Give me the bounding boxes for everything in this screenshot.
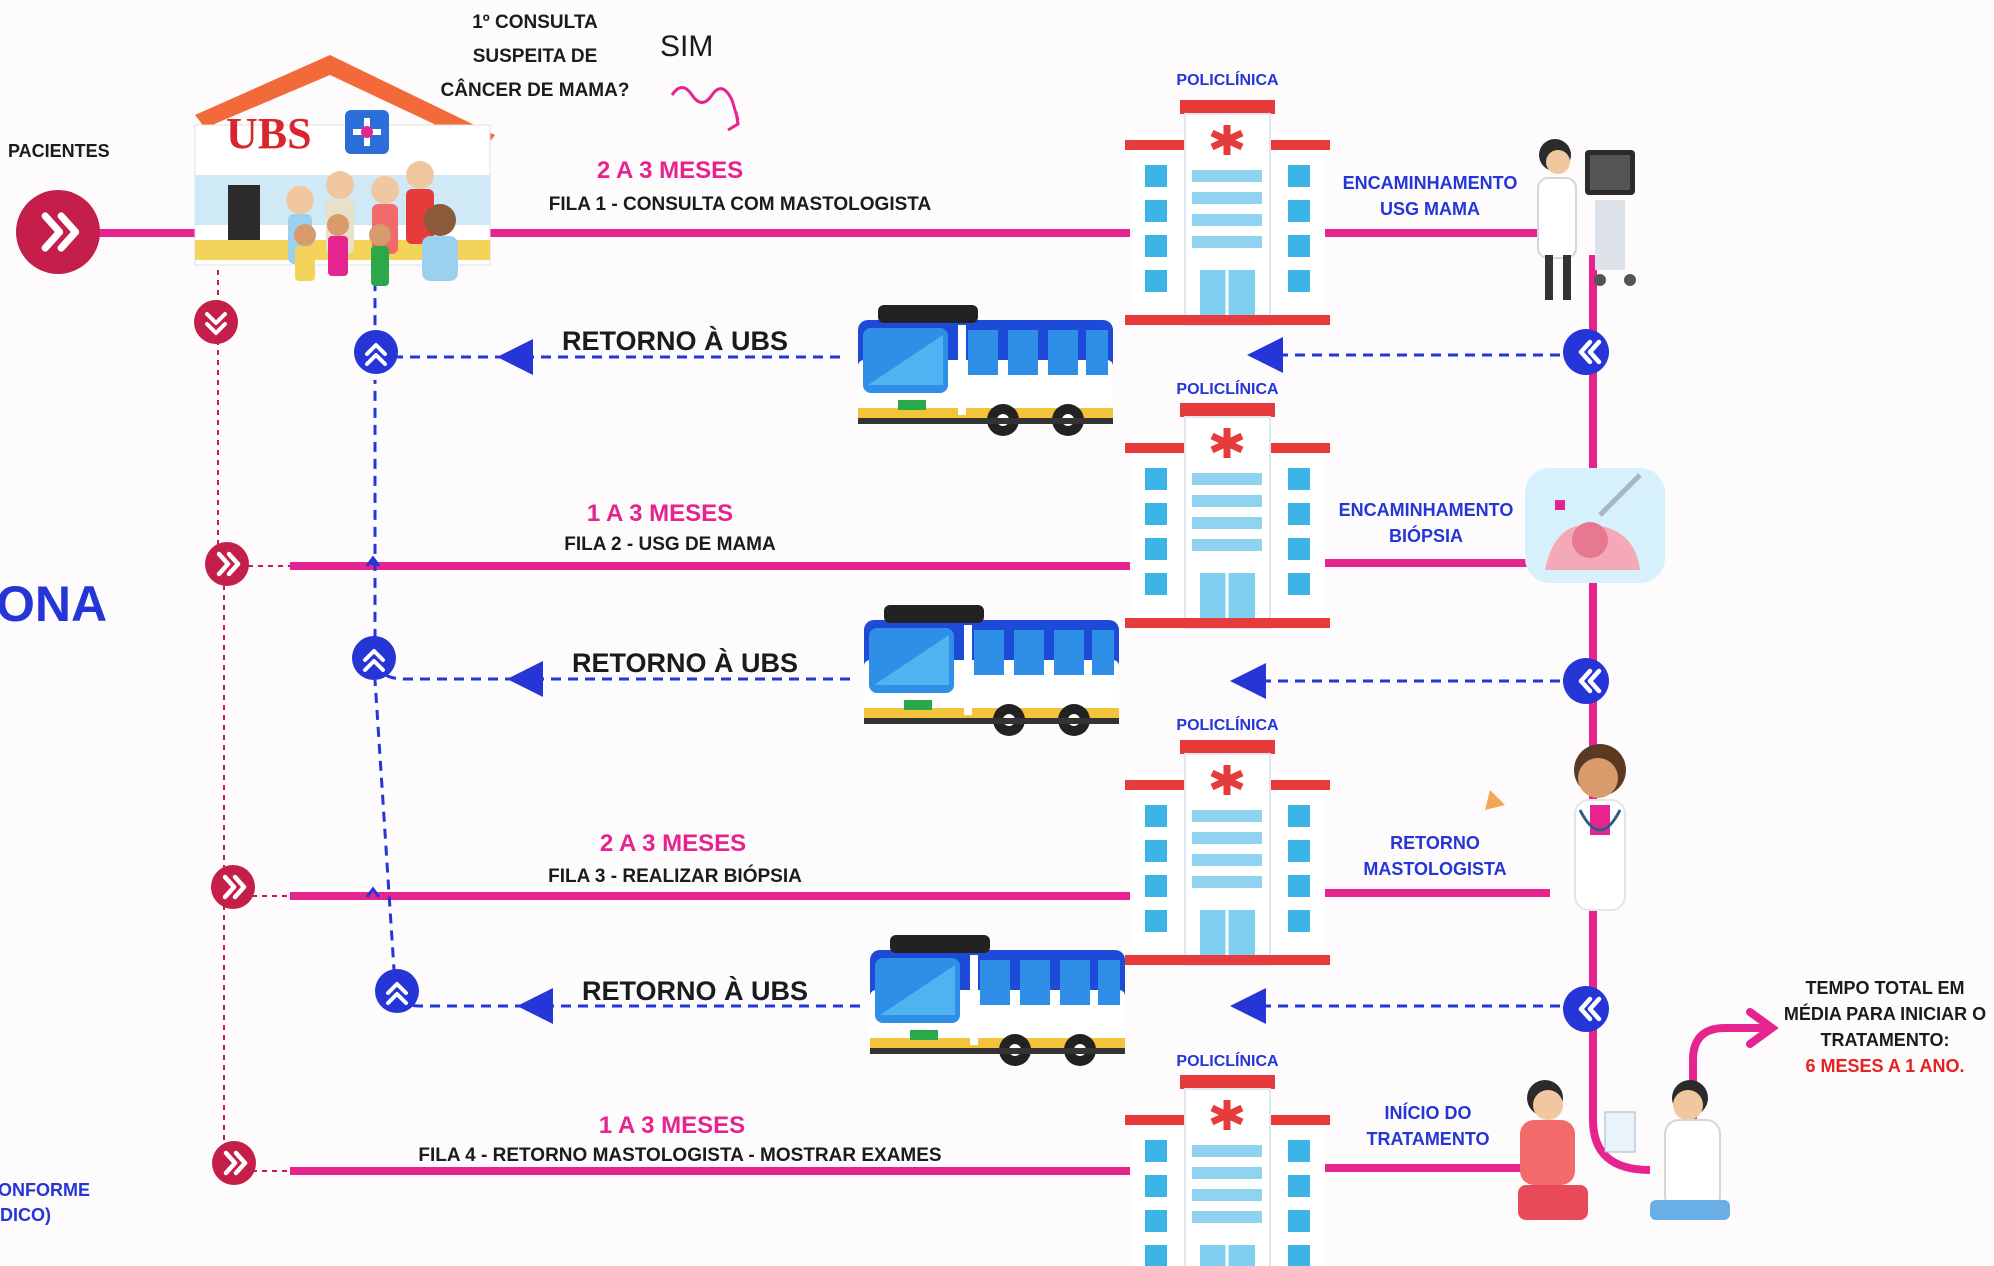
queue-1-time: 2 A 3 MESES bbox=[596, 157, 744, 184]
final-curve-path bbox=[1589, 1119, 1651, 1174]
doctor-icon bbox=[1485, 744, 1626, 911]
total-line-2: MÉDIA PARA INICIAR O bbox=[1783, 1004, 1987, 1024]
queue-4-time: 1 A 3 MESES bbox=[598, 1112, 746, 1139]
return-label-3: RETORNO À UBS bbox=[581, 976, 809, 1006]
policlinica-label: POLICLÍNICA bbox=[1176, 381, 1279, 398]
left-cut-note-1: ONFORME bbox=[0, 1180, 90, 1200]
step-4-label: INÍCIO DO TRATAMENTO bbox=[1328, 1100, 1528, 1152]
policlinica-label: POLICLÍNICA bbox=[1176, 1053, 1279, 1070]
policlinica-label: POLICLÍNICA bbox=[1176, 717, 1279, 734]
step-1-line-1: ENCAMINHAMENTO bbox=[1342, 173, 1518, 193]
pacientes-label: PACIENTES bbox=[8, 141, 110, 161]
sim-label: SIM bbox=[660, 30, 714, 63]
step-4-line-1: INÍCIO DO bbox=[1384, 1103, 1472, 1123]
double-left-icon[interactable] bbox=[1563, 658, 1609, 704]
left-cut-title: ONA bbox=[0, 576, 108, 632]
step-3-line-1: RETORNO bbox=[1390, 833, 1480, 853]
question-line-2: SUSPEITA DE bbox=[472, 46, 598, 67]
question-line-1: 1º CONSULTA bbox=[472, 12, 598, 33]
forward-arrow-icon[interactable] bbox=[212, 1141, 256, 1185]
forward-arrow-icon[interactable] bbox=[211, 865, 255, 909]
queue-4-name: FILA 4 - RETORNO MASTOLOGISTA - MOSTRAR … bbox=[418, 1145, 942, 1166]
bus-icon bbox=[858, 305, 1113, 436]
queue-3-time: 2 A 3 MESES bbox=[599, 830, 747, 857]
hospital-icon bbox=[1125, 740, 1330, 965]
return-up-2 bbox=[365, 555, 381, 567]
step-2-line-1: ENCAMINHAMENTO bbox=[1338, 500, 1514, 520]
return-label-2: RETORNO À UBS bbox=[571, 648, 799, 678]
question-box: 1º CONSULTA SUSPEITA DE CÂNCER DE MAMA? bbox=[420, 6, 650, 108]
chevron-up-icon[interactable] bbox=[375, 969, 419, 1013]
step-2-line-2: BIÓPSIA bbox=[1388, 526, 1463, 546]
breast-tissue-icon bbox=[1525, 468, 1665, 583]
chevron-up-icon[interactable] bbox=[352, 636, 396, 680]
left-cut-note-2: DICO) bbox=[0, 1205, 51, 1225]
squiggle-arrow bbox=[670, 86, 740, 132]
hospital-icon bbox=[1125, 403, 1330, 628]
queue-2-time: 1 A 3 MESES bbox=[586, 500, 734, 527]
queue-1-name: FILA 1 - CONSULTA COM MASTOLOGISTA bbox=[548, 194, 932, 215]
chevron-down-icon[interactable] bbox=[194, 300, 238, 344]
consultation-icon bbox=[1518, 1080, 1730, 1220]
ubs-label: UBS bbox=[226, 109, 312, 158]
return-dashed-2c bbox=[373, 380, 515, 681]
bus-icon bbox=[870, 935, 1125, 1066]
total-line-1: TEMPO TOTAL EM bbox=[1805, 978, 1965, 998]
step-3-line-2: MASTOLOGISTA bbox=[1363, 859, 1507, 879]
total-arrow-path bbox=[1689, 1024, 1765, 1120]
chevron-up-icon[interactable] bbox=[354, 330, 398, 374]
hospital-icon bbox=[1125, 100, 1330, 325]
policlinica-label: POLICLÍNICA bbox=[1176, 72, 1279, 89]
queue-2-name: FILA 2 - USG DE MAMA bbox=[564, 534, 776, 555]
total-line-4: 6 MESES A 1 ANO. bbox=[1805, 1056, 1965, 1076]
double-left-icon[interactable] bbox=[1563, 329, 1609, 375]
forward-arrow-icon[interactable] bbox=[16, 190, 100, 274]
step-1-line-2: USG MAMA bbox=[1380, 199, 1480, 219]
ubs-building-icon bbox=[194, 55, 495, 286]
total-line-3: TRATAMENTO: bbox=[1820, 1030, 1950, 1050]
return-dashed-3c bbox=[373, 679, 525, 1008]
bus-icon bbox=[864, 605, 1119, 736]
total-arrow-head bbox=[1746, 1008, 1779, 1048]
ultrasound-icon bbox=[1537, 139, 1636, 300]
double-left-icon[interactable] bbox=[1563, 986, 1609, 1032]
question-line-3: CÂNCER DE MAMA? bbox=[440, 80, 630, 101]
hospital-icon bbox=[1125, 1075, 1330, 1266]
return-up-3 bbox=[365, 886, 381, 898]
queue-3-name: FILA 3 - REALIZAR BIÓPSIA bbox=[548, 866, 802, 887]
step-2-label: ENCAMINHAMENTO BIÓPSIA bbox=[1326, 497, 1526, 549]
step-3-label: RETORNO MASTOLOGISTA bbox=[1335, 830, 1535, 882]
step-4-line-2: TRATAMENTO bbox=[1366, 1129, 1490, 1149]
step-1-label: ENCAMINHAMENTO USG MAMA bbox=[1330, 170, 1530, 222]
forward-arrow-icon[interactable] bbox=[205, 542, 249, 586]
total-time-box: TEMPO TOTAL EM MÉDIA PARA INICIAR O TRAT… bbox=[1768, 975, 1994, 1079]
return-label-1: RETORNO À UBS bbox=[561, 326, 789, 356]
